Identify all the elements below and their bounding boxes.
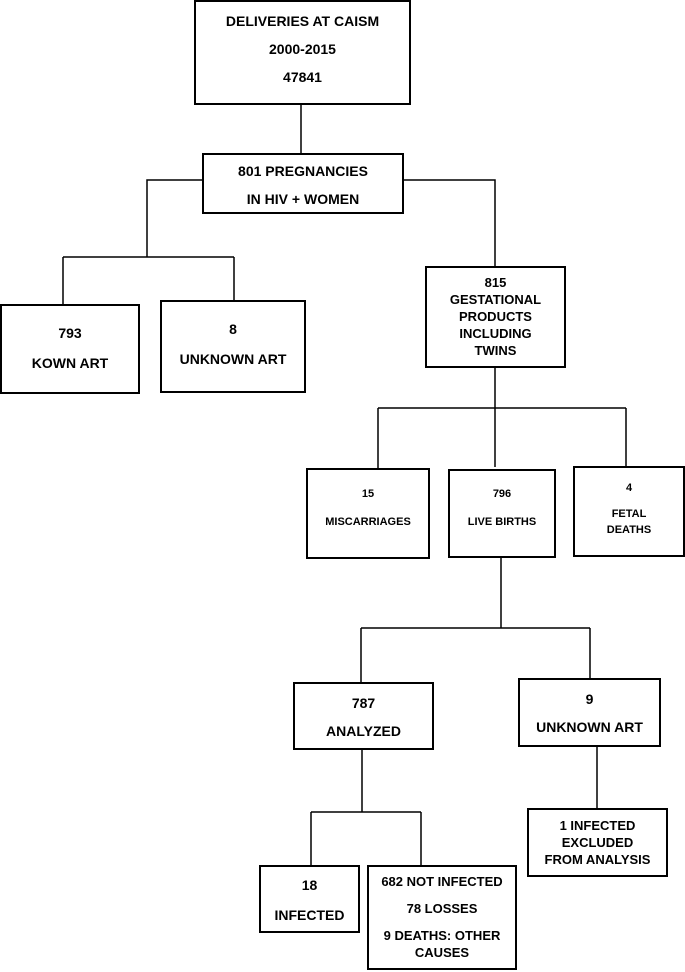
gestational-line-1: GESTATIONAL <box>449 292 542 307</box>
analyzed-count: 787 <box>351 695 376 711</box>
miscarriages-count: 15 <box>361 488 375 500</box>
unknown-art-1-label: UNKNOWN ART <box>179 351 287 367</box>
root-period: 2000-2015 <box>269 41 336 57</box>
fetal-deaths-line-2: DEATHS <box>606 524 652 536</box>
unknown-art-1-count: 8 <box>229 321 237 337</box>
node-root: DELIVERIES AT CAISM 2000-2015 47841 <box>194 0 411 105</box>
infected-label: INFECTED <box>274 907 345 923</box>
node-live-births: 796 LIVE BIRTHS <box>448 469 556 558</box>
node-fetal-deaths: 4 FETAL DEATHS <box>573 466 685 557</box>
node-unknown-art-2: 9 UNKNOWN ART <box>518 678 661 747</box>
connector-pregnancies-left <box>146 179 203 257</box>
not-infected-line-1: 682 NOT INFECTED <box>381 874 503 889</box>
gestational-count: 815 <box>484 275 507 290</box>
node-gestational: 815 GESTATIONAL PRODUCTS INCLUDING TWINS <box>425 266 566 368</box>
not-infected-line-2: 78 LOSSES <box>406 901 478 916</box>
known-art-label: KOWN ART <box>31 355 109 371</box>
unknown-art-2-count: 9 <box>585 691 594 707</box>
node-not-infected: 682 NOT INFECTED 78 LOSSES 9 DEATHS: OTH… <box>367 865 517 970</box>
node-unknown-art-1: 8 UNKNOWN ART <box>160 300 306 393</box>
node-analyzed: 787 ANALYZED <box>293 682 434 750</box>
root-title: DELIVERIES AT CAISM <box>225 13 380 29</box>
excluded-line-3: FROM ANALYSIS <box>544 852 651 867</box>
node-pregnancies: 801 PREGNANCIES IN HIV + WOMEN <box>202 153 404 214</box>
excluded-line-2: EXCLUDED <box>561 835 634 850</box>
root-total: 47841 <box>283 69 322 85</box>
not-infected-line-3: 9 DEATHS: OTHER <box>383 928 501 943</box>
known-art-count: 793 <box>58 325 82 341</box>
gestational-line-2: PRODUCTS <box>459 309 532 324</box>
analyzed-label: ANALYZED <box>326 723 401 739</box>
miscarriages-label: MISCARRIAGES <box>325 516 411 528</box>
node-infected: 18 INFECTED <box>259 865 360 933</box>
pregnancies-count: 801 PREGNANCIES <box>238 163 368 179</box>
gestational-line-4: TWINS <box>474 343 517 358</box>
node-known-art: 793 KOWN ART <box>0 304 140 394</box>
excluded-line-1: 1 INFECTED <box>559 818 636 833</box>
unknown-art-2-label: UNKNOWN ART <box>536 719 643 735</box>
live-births-count: 796 <box>492 488 512 500</box>
node-excluded: 1 INFECTED EXCLUDED FROM ANALYSIS <box>527 808 668 877</box>
connector-pregnancies-right <box>403 179 496 267</box>
infected-count: 18 <box>301 877 318 893</box>
fetal-deaths-line-1: FETAL <box>611 508 647 520</box>
fetal-deaths-count: 4 <box>625 482 633 494</box>
gestational-line-3: INCLUDING <box>459 326 532 341</box>
node-miscarriages: 15 MISCARRIAGES <box>306 468 430 559</box>
live-births-label: LIVE BIRTHS <box>467 516 537 528</box>
not-infected-line-4: CAUSES <box>414 945 470 960</box>
pregnancies-label: IN HIV + WOMEN <box>246 191 360 207</box>
